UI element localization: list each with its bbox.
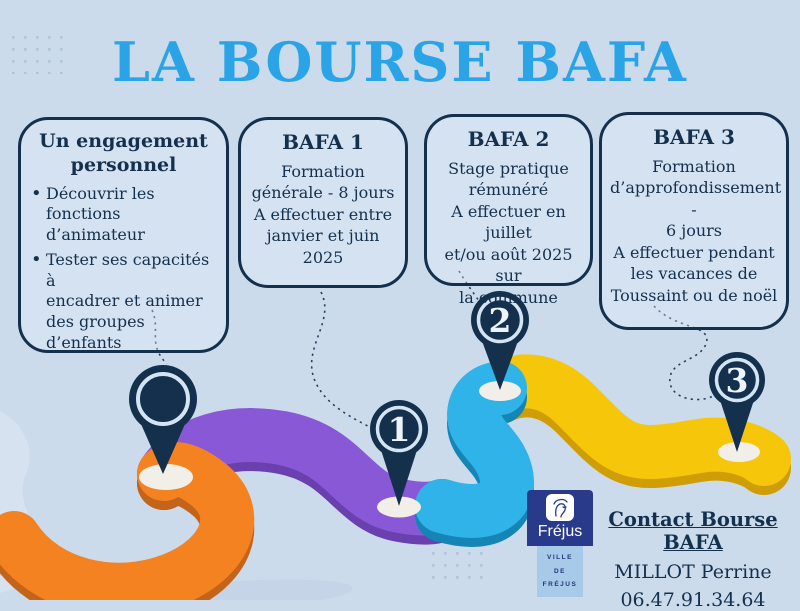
svg-text:1: 1 bbox=[388, 410, 411, 449]
road-segment-orange bbox=[0, 442, 255, 600]
box-bafa2: BAFA 2 Stage pratique rémunéré A effectu… bbox=[424, 114, 593, 307]
contact-phone: 06.47.91.34.64 bbox=[620, 589, 766, 611]
box-engagement: Un engagement personnel Découvrir les fo… bbox=[18, 117, 229, 353]
pin-base-1 bbox=[377, 496, 421, 518]
map-pin-start bbox=[129, 365, 197, 474]
frejus-logo-name: Fréjus bbox=[537, 523, 583, 540]
svg-text:3: 3 bbox=[726, 361, 749, 400]
box-engagement-title: Un engagement personnel bbox=[39, 130, 208, 176]
frejus-logo-subtitle: VILLE DE FRÉJUS bbox=[542, 554, 578, 589]
map-pin-1: 1 bbox=[370, 400, 428, 506]
frejus-logo: Fréjus VILLE DE FRÉJUS bbox=[527, 490, 593, 597]
dot-grid-bottom bbox=[426, 546, 486, 584]
map-pin-3: 3 bbox=[709, 352, 765, 452]
connector-bafa1 bbox=[310, 291, 382, 434]
box-bafa2-body: Stage pratique rémunéré A effectuer en j… bbox=[444, 159, 573, 307]
bullet-item: Tester ses capacités à encadrer et anime… bbox=[31, 248, 220, 354]
frejus-logo-top: Fréjus bbox=[527, 490, 593, 546]
pin-base-2 bbox=[479, 381, 521, 401]
box-bafa1: BAFA 1 Formation générale - 8 jours A ef… bbox=[238, 117, 408, 288]
connector-bafa2 bbox=[458, 270, 480, 302]
box-bafa1-title: BAFA 1 bbox=[282, 130, 364, 154]
map-pin-2: 2 bbox=[471, 291, 529, 390]
contact-heading: Contact Bourse BAFA bbox=[608, 508, 778, 554]
svg-text:2: 2 bbox=[489, 301, 512, 340]
frejus-face-icon bbox=[546, 494, 574, 521]
box-bafa2-title: BAFA 2 bbox=[467, 127, 550, 151]
dot-grid-top-left bbox=[8, 36, 68, 74]
road-shadow bbox=[97, 579, 353, 600]
contact-name: MILLOT Perrine bbox=[614, 561, 772, 583]
box-engagement-bullets: Découvrir les fonctions d’animateur Test… bbox=[31, 181, 220, 354]
pin-base-3 bbox=[718, 442, 760, 462]
connector-bafa3 bbox=[653, 305, 714, 401]
box-bafa3-title: BAFA 3 bbox=[653, 125, 735, 149]
box-bafa3-body: Formation d’approfondissement - 6 jours … bbox=[610, 157, 782, 305]
page-title: LA BOURSE BAFA bbox=[112, 30, 688, 94]
box-bafa3: BAFA 3 Formation d’approfondissement - 6… bbox=[599, 112, 789, 330]
pin-base-start bbox=[139, 464, 193, 490]
contact-block: Contact Bourse BAFA MILLOT Perrine 06.47… bbox=[586, 508, 800, 611]
road-segment-cyan bbox=[415, 361, 534, 538]
frejus-logo-banner: VILLE DE FRÉJUS bbox=[537, 546, 583, 597]
bullet-item: Découvrir les fonctions d’animateur bbox=[31, 181, 220, 246]
box-bafa1-body: Formation générale - 8 jours A effectuer… bbox=[251, 162, 395, 267]
